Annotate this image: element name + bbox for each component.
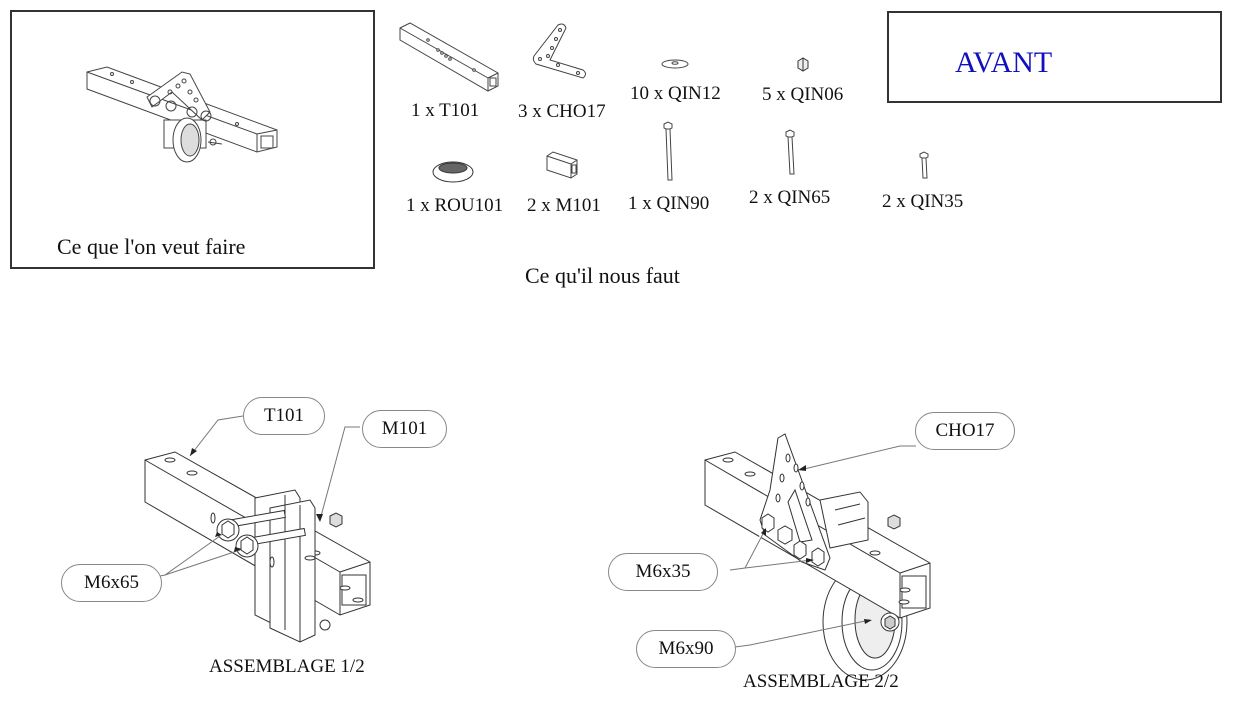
callout-m6x90: M6x90: [636, 630, 736, 668]
callout-m6x65: M6x65: [61, 564, 162, 602]
goal-panel: Ce que l'on veut faire: [10, 10, 375, 269]
square-tube-icon: [398, 18, 498, 88]
tube-sleeve-icon: [545, 150, 579, 182]
part-qty-qin35: 2 x QIN35: [882, 191, 964, 212]
assembly-2-drawing: [690, 430, 1020, 690]
part-qty-qin06: 5 x QIN06: [762, 84, 844, 105]
assembly-2-title: ASSEMBLAGE 2/2: [743, 671, 899, 692]
part-qty-qin65: 2 x QIN65: [749, 187, 831, 208]
wheel-icon: [431, 158, 475, 184]
orientation-box: AVANT: [887, 11, 1222, 103]
callout-m101: M101: [362, 410, 447, 448]
callout-m6x35: M6x35: [608, 553, 718, 591]
part-qty-m101: 2 x M101: [527, 195, 601, 216]
long-bolt-icon: [660, 122, 676, 182]
assembled-caster-illustration: [12, 12, 377, 271]
part-qty-t101: 1 x T101: [411, 100, 480, 121]
assembly-1-title: ASSEMBLAGE 1/2: [209, 656, 365, 677]
assembly-1-drawing: [130, 400, 450, 640]
parts-caption: Ce qu'il nous faut: [525, 263, 680, 288]
washer-icon: [660, 57, 690, 71]
orientation-label: AVANT: [955, 46, 1053, 79]
callout-t101: T101: [243, 397, 325, 435]
part-qty-cho17: 3 x CHO17: [518, 101, 606, 122]
short-bolt-icon: [917, 152, 931, 180]
callout-cho17: CHO17: [915, 412, 1015, 450]
goal-caption: Ce que l'on veut faire: [57, 234, 246, 259]
nut-icon: [795, 57, 811, 73]
part-qty-qin12: 10 x QIN12: [630, 83, 721, 104]
medium-bolt-icon: [782, 130, 798, 176]
part-qty-qin90: 1 x QIN90: [628, 193, 710, 214]
part-qty-rou101: 1 x ROU101: [406, 195, 504, 216]
angle-plate-icon: [528, 22, 598, 92]
